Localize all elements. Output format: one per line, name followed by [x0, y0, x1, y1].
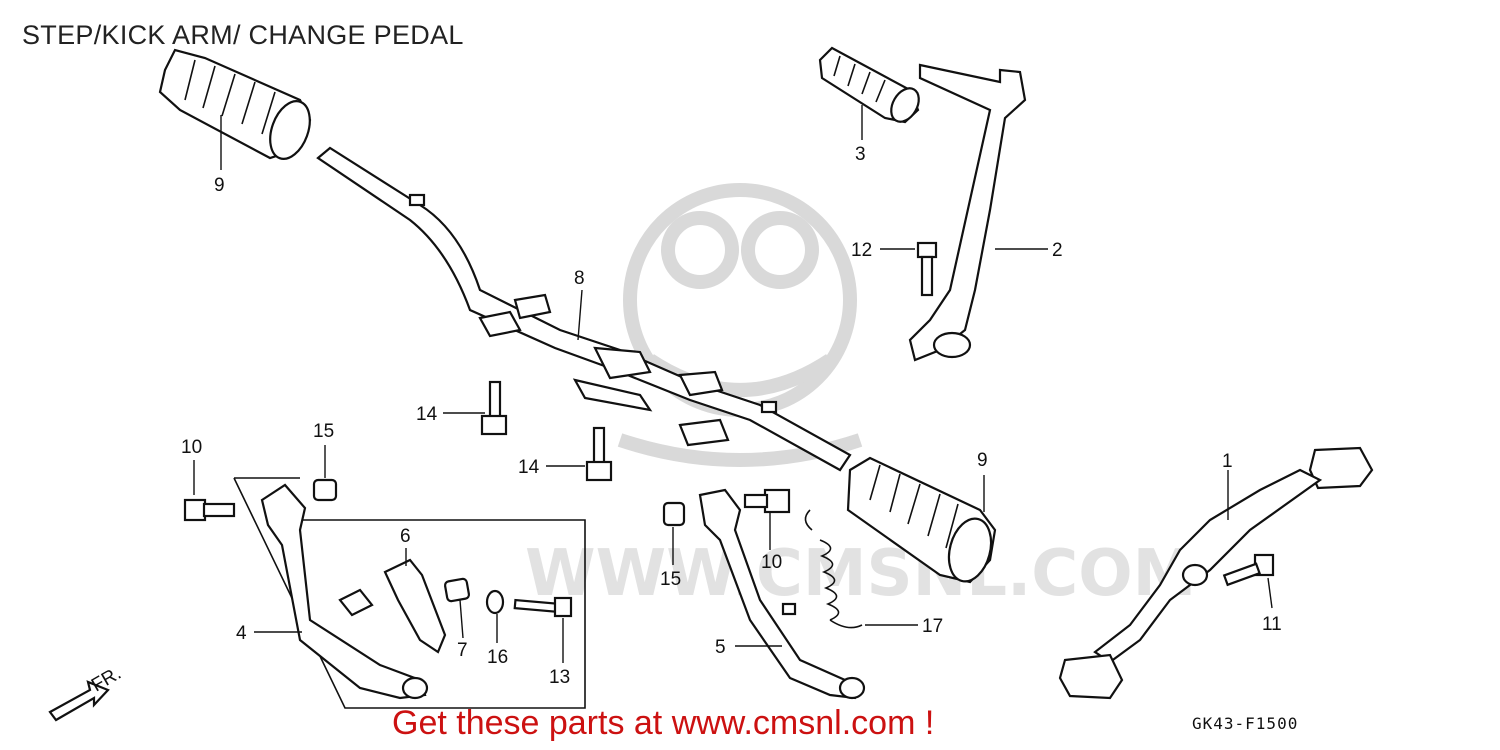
callout-9-right: 9: [977, 450, 988, 471]
callout-16: 16: [487, 647, 508, 668]
flange-bolt-14-lower: [585, 426, 613, 482]
diagram-title: STEP/KICK ARM/ CHANGE PEDAL: [22, 20, 464, 50]
callout-14-lower: 14: [518, 457, 540, 478]
bolt-12: [916, 241, 938, 297]
callout-15-left: 15: [313, 421, 334, 442]
stand-stopper: [383, 558, 447, 654]
collar: [443, 577, 471, 603]
callout-7: 7: [457, 640, 468, 661]
callout-8: 8: [574, 268, 585, 289]
callout-9-top: 9: [214, 175, 225, 196]
callout-13: 13: [549, 667, 570, 688]
nut-15-left: [312, 478, 338, 502]
footpeg-rubber-left: [158, 48, 312, 160]
callout-12: 12: [851, 240, 872, 261]
bolt-11: [1222, 553, 1275, 587]
footer-link-text[interactable]: Get these parts at www.cmsnl.com !: [392, 704, 935, 742]
callout-17: 17: [922, 616, 943, 637]
callout-labels: 1 2 3 4 5 6 7 8 9 9 10 10 11 12 13 14 14…: [181, 144, 1282, 688]
change-pedal: [1058, 446, 1374, 700]
watermark-text: WWW.CMSNL.COM: [525, 537, 1196, 611]
return-spring: [804, 509, 863, 629]
leader-lines: [193, 105, 1273, 663]
callout-1: 1: [1222, 451, 1233, 472]
callout-3: 3: [855, 144, 866, 165]
callout-15-right: 15: [660, 569, 681, 590]
footpeg-rubber-right: [846, 456, 997, 584]
step-bar: [316, 146, 852, 472]
side-stand-assembly: [233, 477, 586, 709]
front-direction-arrow: FR.: [48, 663, 125, 722]
bolt-10-left: [183, 498, 236, 522]
callout-11: 11: [1262, 614, 1282, 635]
main-stand: [698, 488, 866, 700]
kick-arm: [908, 63, 1027, 362]
callout-6: 6: [400, 526, 411, 547]
nut-15-right: [662, 501, 686, 527]
callout-10-right: 10: [761, 552, 782, 573]
callout-5: 5: [715, 637, 726, 658]
callout-4: 4: [236, 623, 247, 644]
callout-10-left: 10: [181, 437, 202, 458]
flange-bolt-14-upper: [480, 380, 508, 436]
callout-2: 2: [1052, 240, 1063, 261]
diagram-code: GK43-F1500: [1192, 714, 1299, 733]
bolt-10-right: [743, 488, 791, 514]
cmsnl-watermark: WWW.CMSNL.COM: [525, 183, 1196, 611]
kick-rubber: [818, 46, 920, 124]
bolt-13: [513, 596, 573, 618]
washer: [485, 589, 505, 615]
callout-14-upper: 14: [416, 404, 438, 425]
